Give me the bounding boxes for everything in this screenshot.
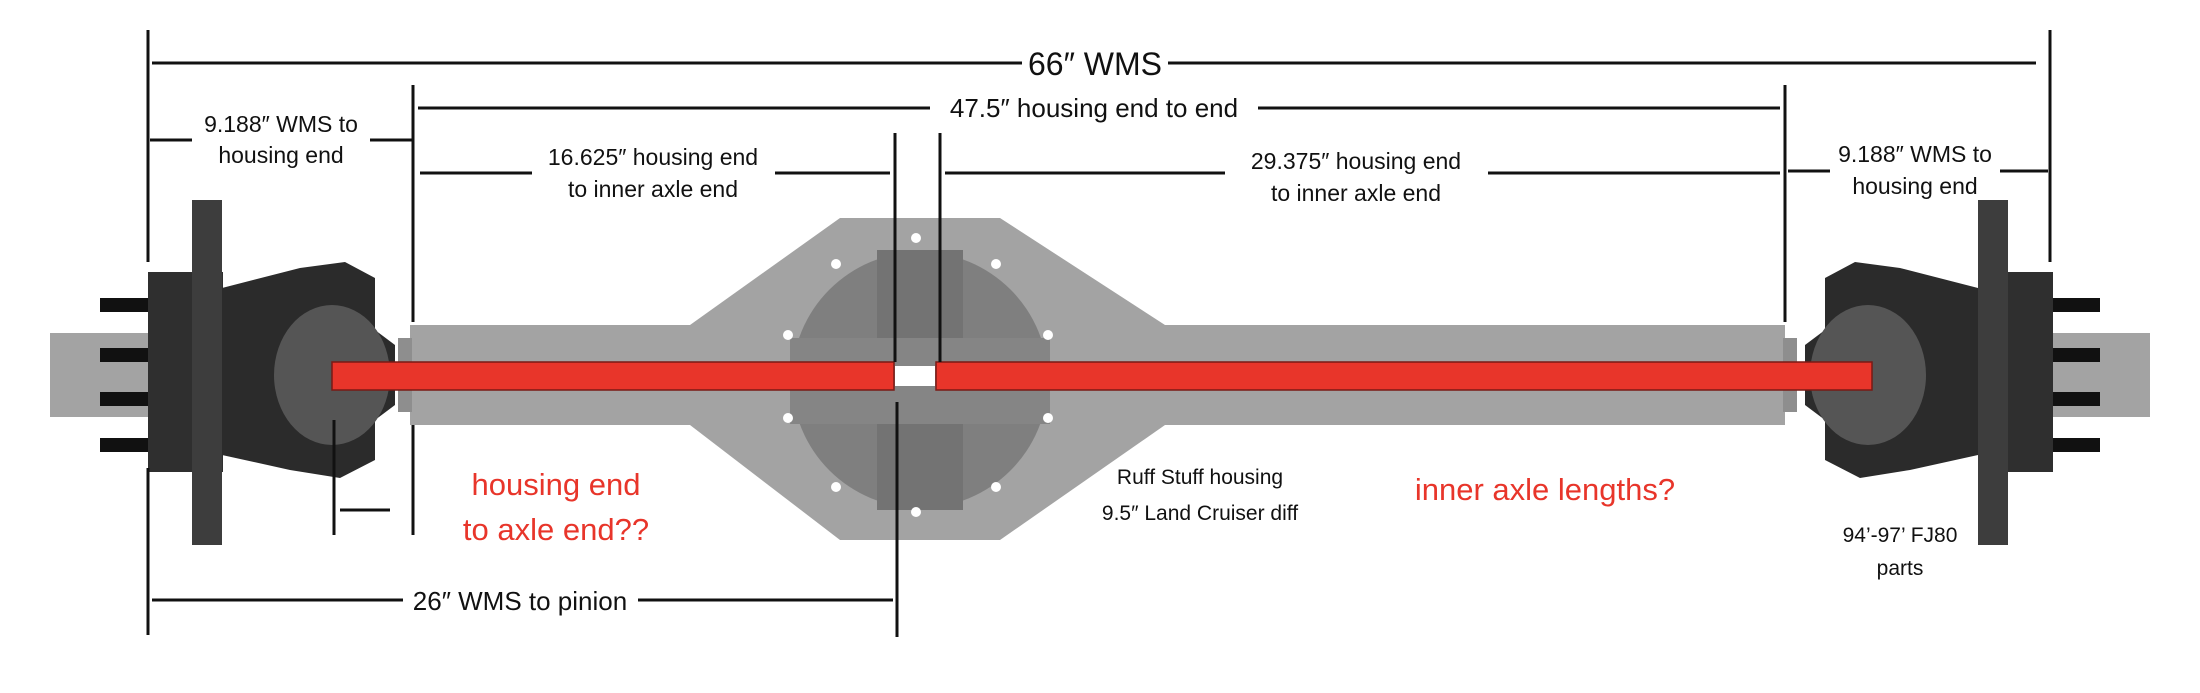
left-hub-flange (192, 200, 222, 545)
right-wms-to-housing-label-line1: 9.188″ WMS to (1838, 141, 1992, 167)
housing-end-to-axle-end-question-line2: to axle end?? (463, 512, 649, 547)
wms-to-pinion-label: 26″ WMS to pinion (413, 586, 627, 616)
right-inner-axle (935, 361, 1873, 391)
right-hub-flange (1978, 200, 2008, 545)
right-wms-to-housing-label-line2: housing end (1852, 173, 1977, 199)
housing-caption-line1: Ruff Stuff housing (1117, 466, 1283, 489)
right-wheel-stud (2052, 298, 2100, 312)
parts-caption-line2: parts (1877, 557, 1924, 580)
housing-end-to-end-label: 47.5″ housing end to end (950, 93, 1238, 123)
dimension-lines (146, 30, 2052, 637)
parts-caption-line1: 94’-97’ FJ80 (1843, 524, 1958, 547)
left-inner-axle-label-line1: 16.625″ housing end (548, 144, 758, 170)
left-wms-to-housing-label-line1: 9.188″ WMS to (204, 111, 358, 137)
housing-caption-line2: 9.5″ Land Cruiser diff (1102, 502, 1298, 525)
left-wheel-stud (100, 438, 148, 452)
axle-gap (895, 366, 935, 386)
left-inner-axle-label-line2: to inner axle end (568, 176, 738, 202)
left-wheel-stud (100, 348, 148, 362)
right-wheel-stud (2052, 392, 2100, 406)
left-wheel-stud (100, 298, 148, 312)
housing-end-to-axle-end-question-line1: housing end (472, 467, 641, 502)
left-wms-to-housing-label-line2: housing end (218, 142, 343, 168)
right-inner-axle-label-line1: 29.375″ housing end (1251, 148, 1461, 174)
left-hub-assembly (100, 200, 395, 545)
inner-axle-lengths-question: inner axle lengths? (1415, 472, 1675, 507)
right-wheel-stud (2052, 348, 2100, 362)
right-inner-axle-label-line2: to inner axle end (1271, 180, 1441, 206)
left-wheel-stud (100, 392, 148, 406)
cover-bolts (783, 233, 1053, 517)
overall-wms-label: 66″ WMS (1028, 46, 1162, 82)
left-inner-axle (331, 361, 895, 391)
right-wheel-stud (2052, 438, 2100, 452)
